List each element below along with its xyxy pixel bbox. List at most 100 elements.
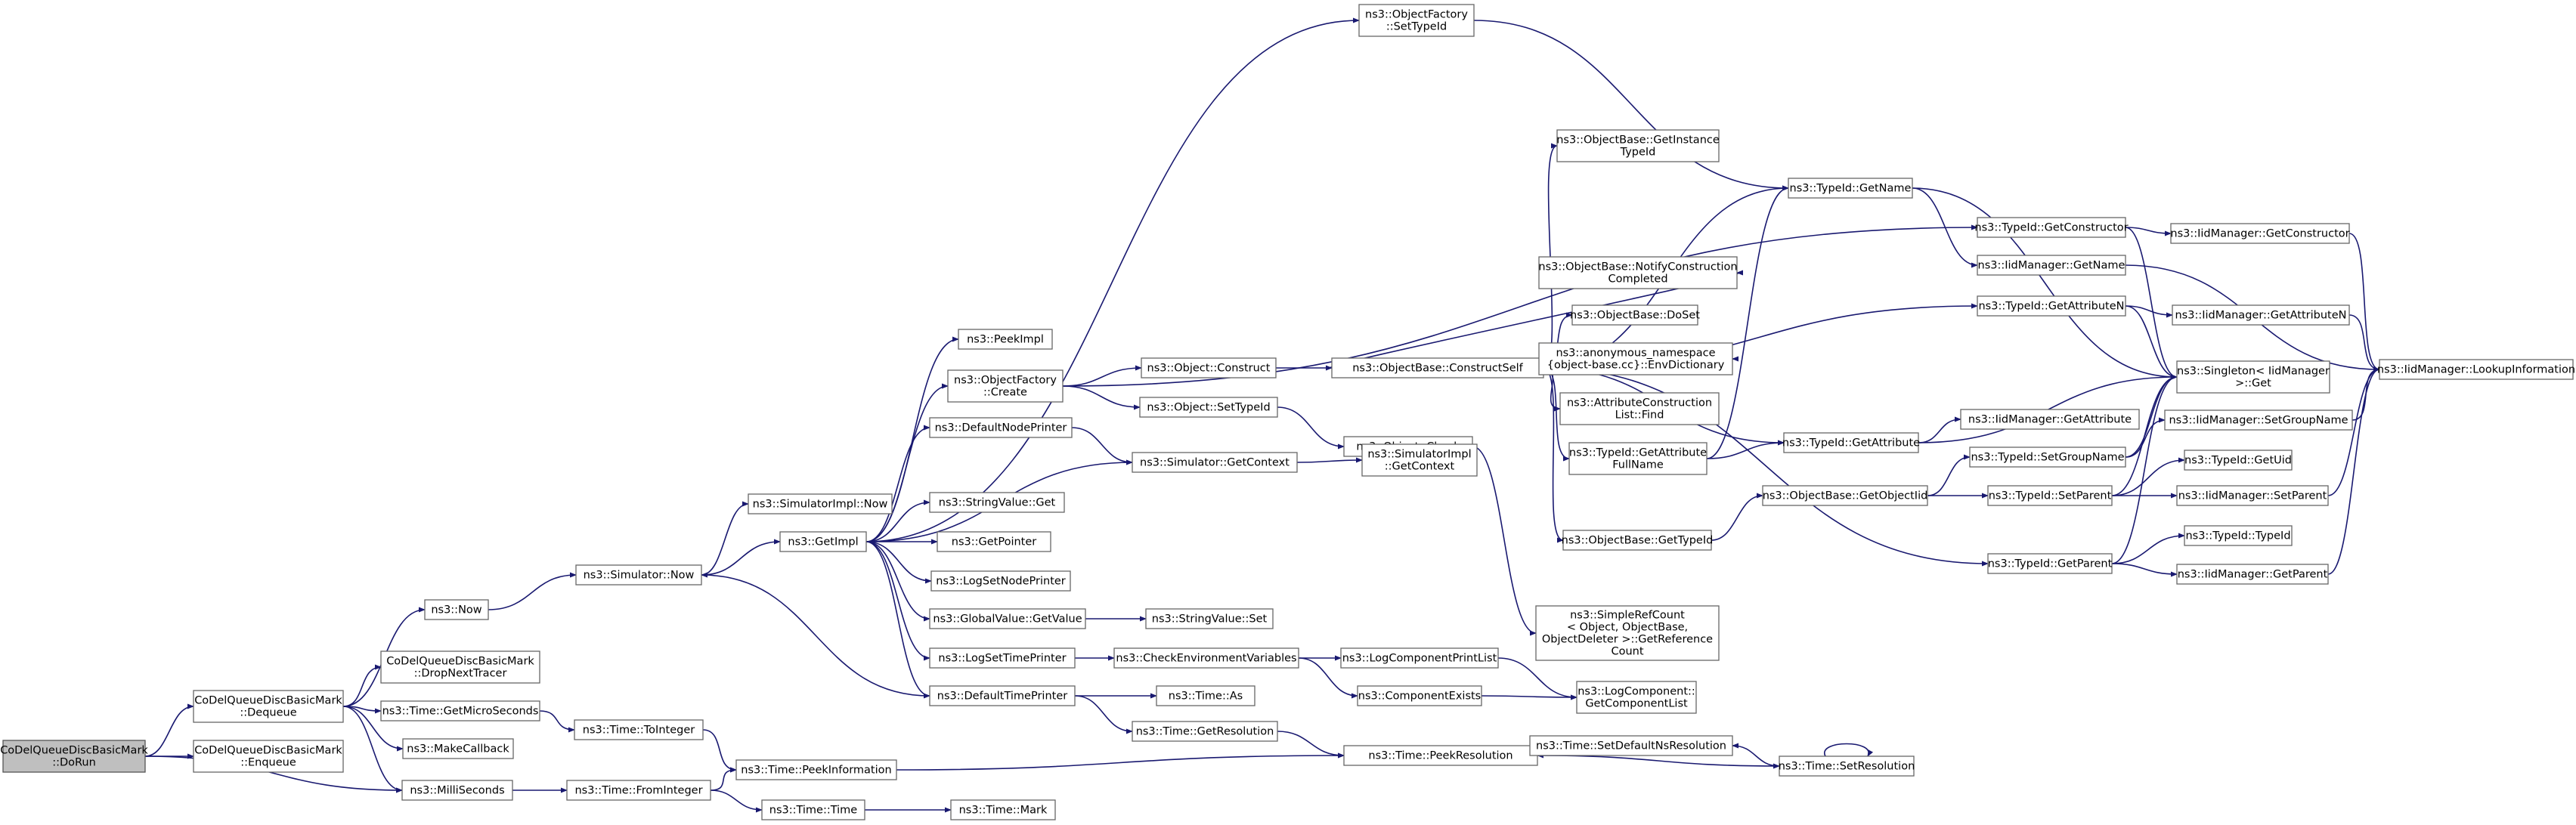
graph-node[interactable]: ns3::StringValue::Get [929,492,1065,513]
graph-node[interactable]: ns3::StringValue::Set [1145,608,1274,629]
node-label: ns3::AttributeConstruction [1567,397,1712,409]
graph-node[interactable]: ns3::CheckEnvironmentVariables [1113,647,1299,669]
graph-node[interactable]: ns3::IidManager::LookupInformation [2377,359,2575,380]
call-edge [710,767,737,791]
graph-node[interactable]: ns3::SimulatorImpl::Now [748,493,893,514]
node-label: ns3::IidManager::GetAttributeN [2175,310,2346,322]
graph-node[interactable]: ns3::TypeId::GetAttributeN [1977,295,2126,317]
call-edge [1824,743,1874,757]
node-label: ns3::TypeId::GetParent [1988,558,2113,570]
graph-node[interactable]: ns3::LogComponent::GetComponentList [1576,681,1697,714]
node-label: ns3::TypeId::SetParent [1989,490,2112,502]
graph-node[interactable]: ns3::Time::FromInteger [566,780,711,801]
graph-node[interactable]: ns3::ObjectBase::GetTypeId [1562,530,1714,551]
graph-node[interactable]: ns3::Time::ToInteger [574,719,704,740]
graph-node[interactable]: ns3::Time::Time [761,799,865,820]
node-box [2170,223,2350,244]
node-box [1977,255,2126,276]
graph-node[interactable]: ns3::MakeCallback [402,738,514,759]
node-label: ns3::IidManager::LookupInformation [2377,364,2575,376]
graph-node[interactable]: ns3::TypeId::GetName [1788,178,1913,199]
graph-node[interactable]: ns3::LogSetNodePrinter [930,570,1071,592]
graph-node[interactable]: ns3::SimulatorImpl::GetContext [1361,443,1478,477]
call-edge [896,752,1345,771]
graph-node[interactable]: ns3::Time::Mark [950,799,1056,820]
call-edge [144,755,403,793]
graph-node[interactable]: ns3::ObjectFactory::Create [947,369,1064,403]
graph-node[interactable]: ns3::MilliSeconds [401,780,513,801]
graph-node[interactable]: ns3::Now [424,599,489,620]
graph-node[interactable]: ns3::IidManager::GetAttributeN [2172,304,2350,326]
call-edge [701,572,930,697]
node-label: ns3::anonymous_namespace [1556,348,1715,360]
graph-node[interactable]: CoDelQueueDiscBasicMark::DropNextTracer [380,650,540,684]
graph-node[interactable]: ns3::ComponentExists [1357,685,1482,706]
node-box [950,799,1056,820]
graph-node[interactable]: ns3::IidManager::SetGroupName [2164,409,2353,431]
node-label: ns3::ObjectBase::GetInstance [1556,134,1720,147]
graph-node[interactable]: ns3::DefaultNodePrinter [929,417,1073,438]
graph-node[interactable]: ns3::IidManager::SetParent [2176,485,2329,506]
call-edge [1711,493,1763,541]
node-label: ns3::TypeId::GetName [1790,183,1912,195]
graph-node[interactable]: ns3::Time::GetMicroSeconds [380,700,540,721]
call-edge [342,664,382,707]
graph-node[interactable]: ns3::LogSetTimePrinter [929,647,1076,669]
call-edge [2111,374,2178,564]
graph-node[interactable]: ns3::IidManager::GetName [1977,255,2126,276]
graph-node[interactable]: ns3::Object::Construct [1141,357,1277,379]
graph-node[interactable]: ns3::Time::SetDefaultNsResolution [1529,735,1733,756]
node-label: GetComponentList [1585,698,1688,710]
graph-node[interactable]: ns3::TypeId::GetConstructor [1974,217,2129,238]
graph-node[interactable]: ns3::PeekImpl [958,329,1053,350]
node-box [958,329,1053,350]
call-edge [1497,657,1577,700]
graph-node[interactable]: ns3::Time::As [1156,685,1255,706]
graph-node[interactable]: CoDelQueueDiscBasicMark::Dequeue [193,690,344,723]
graph-node[interactable]: ns3::ObjectBase::ConstructSelf [1331,357,1544,379]
node-label: ns3::GetImpl [788,536,858,548]
graph-node[interactable]: ns3::DefaultTimePrinter [929,685,1076,706]
graph-node[interactable]: CoDelQueueDiscBasicMark::DoRun [0,740,148,773]
node-box [1762,485,1928,506]
graph-node[interactable]: ns3::Time::PeekResolution [1343,745,1538,766]
graph-node[interactable]: ns3::GetPointer [937,531,1051,552]
graph-node[interactable]: ns3::IidManager::GetConstructor [2170,223,2350,244]
graph-node[interactable]: ns3::ObjectFactory::SetTypeId [1358,4,1475,37]
graph-node[interactable]: ns3::TypeId::SetGroupName [1969,446,2126,468]
graph-node[interactable]: CoDelQueueDiscBasicMark::Enqueue [193,740,344,773]
graph-node[interactable]: ns3::Time::SetResolution [1779,755,1915,777]
graph-node[interactable]: ns3::GlobalValue::GetValue [929,608,1086,629]
graph-node[interactable]: ns3::TypeId::GetAttribute [1782,432,1920,453]
graph-node[interactable]: ns3::IidManager::GetAttribute [1960,409,2140,430]
node-box [1113,647,1299,669]
node-label: ns3::DefaultNodePrinter [935,422,1067,434]
graph-node[interactable]: ns3::ObjectBase::GetObjectIid [1762,485,1928,506]
graph-node[interactable]: ns3::Simulator::Now [575,564,702,586]
graph-node[interactable]: ns3::Time::PeekInformation [735,759,897,780]
graph-node[interactable]: ns3::IidManager::GetParent [2176,564,2329,585]
graph-node[interactable]: ns3::Time::GetResolution [1132,721,1278,742]
graph-node[interactable]: ns3::TypeId::GetUid [2184,450,2293,471]
graph-node[interactable]: ns3::Object::SetTypeId [1139,397,1278,418]
node-box [761,799,865,820]
graph-node[interactable]: ns3::anonymous_namespace{object-base.cc}… [1538,342,1733,375]
node-label: CoDelQueueDiscBasicMark [194,745,342,757]
graph-node[interactable]: ns3::ObjectBase::NotifyConstructionCompl… [1538,256,1738,289]
node-box [2164,409,2353,431]
graph-node[interactable]: ns3::ObjectBase::DoSet [1570,304,1700,326]
graph-node[interactable]: ns3::TypeId::TypeId [2184,525,2293,546]
node-label: ns3::ObjectBase::ConstructSelf [1352,363,1523,375]
graph-node[interactable]: ns3::TypeId::GetParent [1987,553,2113,574]
call-edge [1298,657,1358,699]
graph-node[interactable]: ns3::LogComponentPrintList [1340,647,1499,669]
graph-node[interactable]: ns3::TypeId::SetParent [1987,485,2113,506]
graph-node[interactable]: ns3::Simulator::GetContext [1132,452,1298,473]
graph-node[interactable]: ns3::SimpleRefCount< Object, ObjectBase,… [1535,605,1720,661]
graph-node[interactable]: ns3::GetImpl [779,531,867,552]
node-box [1538,342,1733,375]
graph-node[interactable]: ns3::Singleton< IidManager>::Get [2176,360,2330,394]
